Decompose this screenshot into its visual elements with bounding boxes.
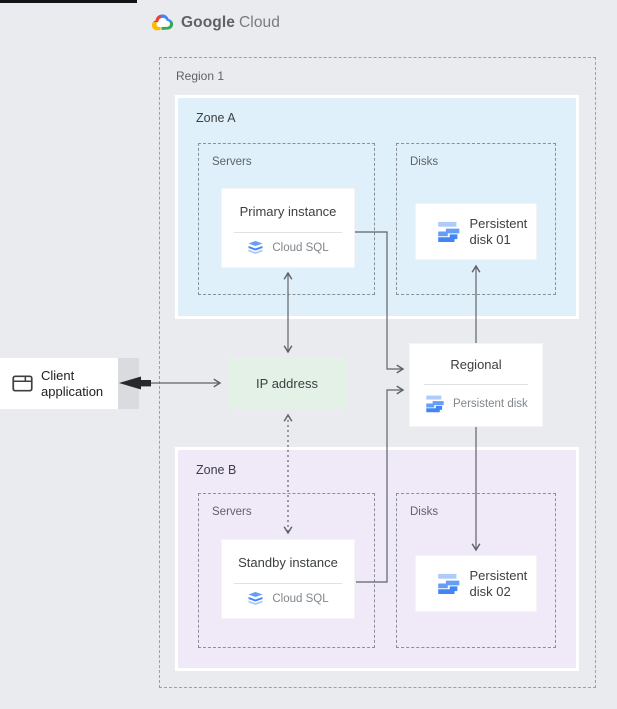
ip-address-label: IP address (256, 376, 318, 391)
client-application-label: Client application (41, 367, 104, 399)
card-divider (234, 583, 342, 584)
primary-instance-product: Cloud SQL (222, 240, 354, 256)
card-divider (234, 232, 342, 233)
persistent-disk-icon (438, 573, 460, 595)
logo-google: Google (181, 14, 235, 31)
client-card-strip (118, 358, 139, 409)
zone-b-disks-label: Disks (410, 506, 439, 518)
ip-address-card: IP address (227, 357, 347, 410)
primary-instance-card: Primary instance Cloud SQL (221, 188, 355, 268)
google-cloud-icon (151, 14, 174, 31)
standby-product-label: Cloud SQL (272, 593, 329, 605)
application-window-icon (12, 375, 33, 392)
region-container: Region 1 (159, 57, 596, 688)
standby-instance-card: Standby instance Cloud SQL (221, 539, 355, 619)
primary-instance-title: Primary instance (239, 204, 337, 219)
primary-product-label: Cloud SQL (272, 242, 329, 254)
zone-b-servers-label: Servers (212, 506, 252, 518)
standby-instance-product: Cloud SQL (222, 591, 354, 607)
card-divider (424, 384, 528, 385)
regional-product-label: Persistent disk (453, 397, 528, 410)
persistent-disk-icon (438, 221, 460, 243)
zone-a-servers-label: Servers (212, 156, 252, 168)
cloud-sql-icon (248, 241, 263, 254)
persistent-disk-01-title: Persistent disk 01 (469, 215, 528, 247)
regional-product: Persistent disk (410, 394, 542, 413)
top-black-bar (0, 0, 137, 3)
zone-a-disks-label: Disks (410, 156, 439, 168)
zone-b-label: Zone B (196, 463, 237, 477)
logo-cloud: Cloud (239, 14, 280, 31)
persistent-disk-02-title: Persistent disk 02 (469, 567, 528, 599)
client-application-card: Client application (0, 358, 118, 409)
region-label: Region 1 (176, 69, 225, 83)
persistent-disk-01-card: Persistent disk 01 (415, 203, 537, 260)
standby-instance-title: Standby instance (238, 555, 338, 570)
cloud-sql-icon (248, 592, 263, 605)
zone-a-label: Zone A (196, 111, 236, 125)
persistent-disk-02-card: Persistent disk 02 (415, 555, 537, 612)
thick-arrow-tail (139, 380, 151, 387)
persistent-disk-icon (426, 395, 444, 413)
regional-disk-card: Regional Persistent disk (409, 343, 543, 427)
regional-title: Regional (450, 357, 502, 372)
